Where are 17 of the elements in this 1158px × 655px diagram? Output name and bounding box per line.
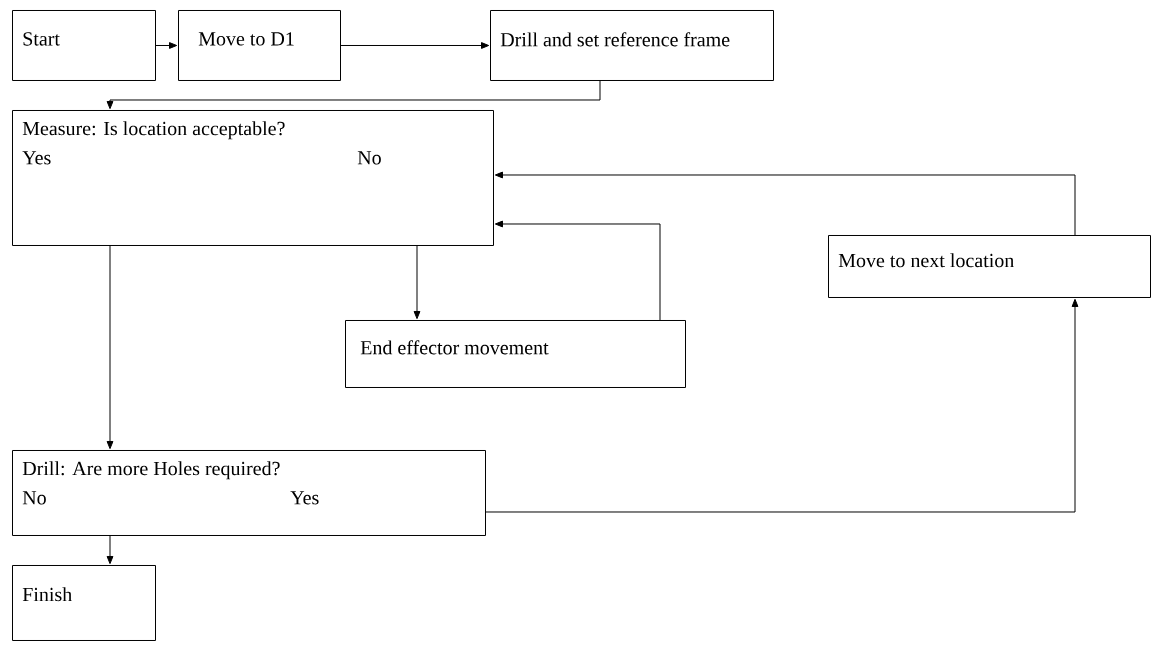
arrow [106,245,114,450]
arrow [155,42,178,49]
process-box: End effector movement [345,320,686,388]
process-box: Drill: Are more Holes required? No Yes [12,450,486,536]
arrow [106,80,601,110]
process-box: Measure: Is location acceptable? Yes No [12,110,494,246]
process-box: Start [12,10,156,81]
arrow [494,171,1076,236]
arrow [106,535,114,565]
process-box: Drill and set reference frame [490,10,774,81]
arrow [340,42,490,49]
process-box: Finish [12,565,156,641]
arrow [494,220,661,321]
process-box: Move to D1 [178,10,341,81]
arrow [485,298,1079,513]
process-box: Move to next location [828,235,1151,298]
arrow [413,245,421,320]
